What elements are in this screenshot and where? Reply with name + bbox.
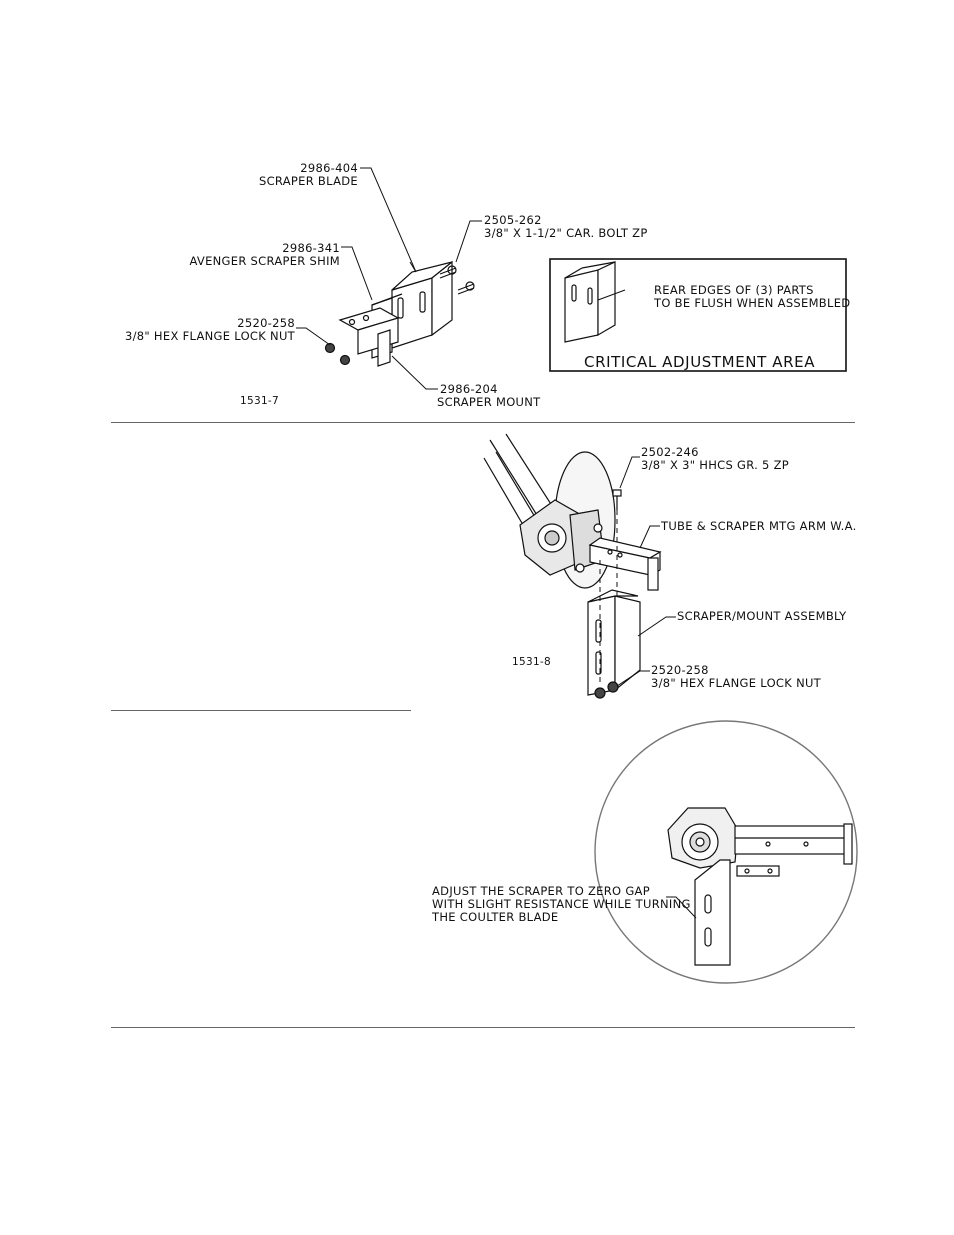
scraper-blade-shape <box>391 260 453 349</box>
hhcs-bolt-shape <box>612 489 622 510</box>
nut-part-number-fig1: 2520-258 <box>237 316 295 330</box>
shim-label: AVENGER SCRAPER SHIM <box>189 254 340 268</box>
nut-label-fig1: 3/8" HEX FLANGE LOCK NUT <box>124 329 295 343</box>
scraper-plate-fig3 <box>694 859 731 966</box>
carriage-bolt-shapes <box>439 265 475 295</box>
hub-shape-fig3 <box>667 807 739 869</box>
shim-part-number: 2986-341 <box>282 241 340 255</box>
lock-nut-shapes-fig2 <box>594 681 619 699</box>
frame-tube-shapes <box>483 433 557 531</box>
bolt-part-number: 2505-262 <box>484 213 542 227</box>
critical-box-bracket <box>564 261 626 343</box>
critical-note-line1: REAR EDGES OF (3) PARTS <box>654 283 814 297</box>
critical-adjustment-title: CRITICAL ADJUSTMENT AREA <box>584 353 816 371</box>
mounting-arm-shape <box>588 537 662 591</box>
leader-lines-fig1 <box>296 167 482 390</box>
mounting-arm-label: TUBE & SCRAPER MTG ARM W.A. <box>661 519 857 533</box>
adjust-note-line2: WITH SLIGHT RESISTANCE WHILE TURNING <box>432 897 691 911</box>
mount-label: SCRAPER MOUNT <box>437 395 541 409</box>
critical-note-line2: TO BE FLUSH WHEN ASSEMBLED <box>654 296 851 310</box>
scraper-mount-assembly-label: SCRAPER/MOUNT ASSEMBLY <box>677 609 847 623</box>
bolt-label: 3/8" X 1-1/2" CAR. BOLT ZP <box>484 226 648 240</box>
scraper-mount-shape <box>338 307 400 367</box>
divider-rule-1 <box>111 422 855 423</box>
adjust-note-line1: ADJUST THE SCRAPER TO ZERO GAP <box>432 884 650 898</box>
nut-label-fig2: 3/8" HEX FLANGE LOCK NUT <box>651 676 822 690</box>
alignment-dashed-lines <box>599 510 618 686</box>
coulter-blade-circle <box>594 720 858 984</box>
leader-line-fig3 <box>666 896 697 919</box>
arm-shape-fig3 <box>734 823 853 865</box>
divider-rule-3 <box>111 1027 855 1028</box>
hhcs-part-number: 2502-246 <box>641 445 699 459</box>
leader-lines-fig2 <box>616 456 676 687</box>
adjust-note-line3: THE COULTER BLADE <box>432 910 559 924</box>
divider-rule-2 <box>111 710 411 711</box>
lock-nut-shapes <box>324 342 351 366</box>
nut-part-number-fig2: 2520-258 <box>651 663 709 677</box>
hhcs-label: 3/8" X 3" HHCS GR. 5 ZP <box>641 458 790 472</box>
figure-id-1531-8: 1531-8 <box>512 656 551 668</box>
critical-adjustment-box <box>549 258 847 372</box>
mount-part-number: 2986-204 <box>440 382 498 396</box>
scraper-blade-part-number: 2986-404 <box>300 161 358 175</box>
scraper-blade-label: SCRAPER BLADE <box>258 174 358 188</box>
scraper-mount-assembly-shape <box>587 589 641 696</box>
figure-id-1531-7: 1531-7 <box>240 395 279 407</box>
mount-block-fig3 <box>736 865 780 877</box>
